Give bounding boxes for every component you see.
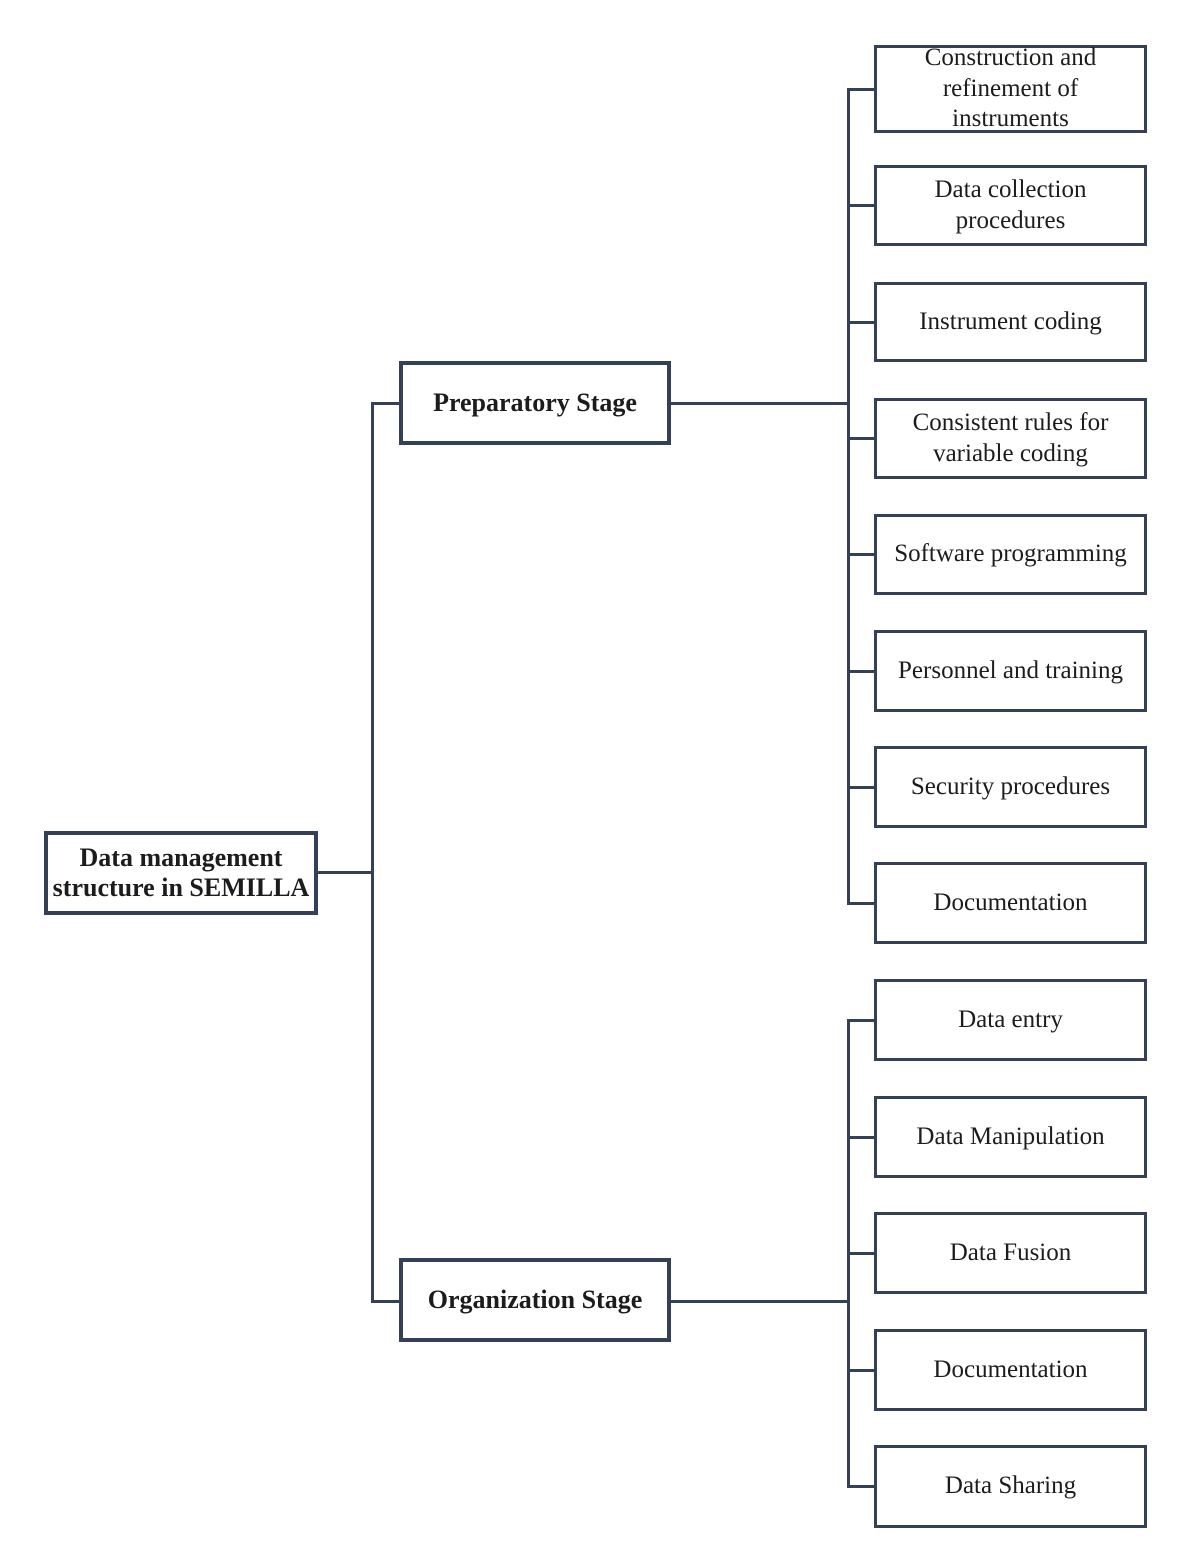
- leaf-label: Personnel and training: [898, 656, 1123, 684]
- node-documentation-preparatory: Documentation: [874, 862, 1147, 944]
- connector-stub-prep-8: [847, 902, 875, 905]
- node-preparatory-stage: Preparatory Stage: [399, 361, 671, 445]
- connector-stage-spine: [371, 402, 374, 1303]
- leaf-label: Data entry: [958, 1005, 1063, 1033]
- connector-stub-org-1: [847, 1019, 875, 1022]
- node-organization-stage-label: Organization Stage: [427, 1285, 643, 1314]
- leaf-label: Consistent rules for variable coding: [912, 409, 1109, 467]
- connector-stub-prep-4: [847, 437, 875, 440]
- connector-stub-prep-2: [847, 204, 875, 207]
- connector-preparatory-leafspine: [847, 88, 850, 905]
- connector-preparatory-to-leafspine: [669, 402, 850, 405]
- node-root: Data management structure in SEMILLA: [44, 831, 318, 915]
- leaf-label: Instrument coding: [919, 307, 1102, 335]
- node-data-collection-procedures: Data collection procedures: [874, 165, 1147, 246]
- leaf-label: Software programming: [894, 540, 1127, 568]
- leaf-label: Data Fusion: [949, 1238, 1072, 1266]
- connector-spine-to-preparatory: [371, 402, 401, 405]
- connector-stub-prep-5: [847, 553, 875, 556]
- node-personnel-and-training: Personnel and training: [874, 630, 1147, 712]
- connector-stub-org-2: [847, 1136, 875, 1139]
- leaf-label: Construction and refinement of instrumen…: [924, 44, 1097, 133]
- node-construction-refinement-instruments: Construction and refinement of instrumen…: [874, 44, 1147, 133]
- leaf-label: Documentation: [933, 888, 1088, 916]
- node-root-label: Data management structure in SEMILLA: [52, 843, 310, 902]
- connector-organization-to-leafspine: [669, 1300, 850, 1303]
- node-security-procedures: Security procedures: [874, 746, 1147, 828]
- connector-stub-org-4: [847, 1369, 875, 1372]
- node-consistent-rules-variable-coding: Consistent rules for variable coding: [874, 398, 1147, 479]
- node-instrument-coding: Instrument coding: [874, 282, 1147, 362]
- connector-stub-prep-6: [847, 670, 875, 673]
- node-organization-stage: Organization Stage: [399, 1258, 671, 1342]
- node-data-manipulation: Data Manipulation: [874, 1096, 1147, 1178]
- node-data-entry: Data entry: [874, 979, 1147, 1061]
- node-data-sharing: Data Sharing: [874, 1445, 1147, 1528]
- node-preparatory-stage-label: Preparatory Stage: [433, 388, 637, 417]
- leaf-label: Security procedures: [910, 772, 1111, 800]
- leaf-label: Documentation: [933, 1355, 1088, 1383]
- connector-root-to-spine: [316, 871, 374, 874]
- connector-spine-to-organization: [371, 1300, 401, 1303]
- node-data-fusion: Data Fusion: [874, 1212, 1147, 1294]
- connector-stub-prep-3: [847, 321, 875, 324]
- connector-stub-prep-7: [847, 786, 875, 789]
- leaf-label: Data collection procedures: [934, 176, 1087, 234]
- leaf-label: Data Manipulation: [916, 1122, 1105, 1150]
- connector-stub-prep-1: [847, 88, 875, 91]
- connector-stub-org-3: [847, 1252, 875, 1255]
- leaf-label: Data Sharing: [944, 1472, 1077, 1500]
- node-software-programming: Software programming: [874, 514, 1147, 595]
- connector-stub-org-5: [847, 1485, 875, 1488]
- node-documentation-organization: Documentation: [874, 1329, 1147, 1411]
